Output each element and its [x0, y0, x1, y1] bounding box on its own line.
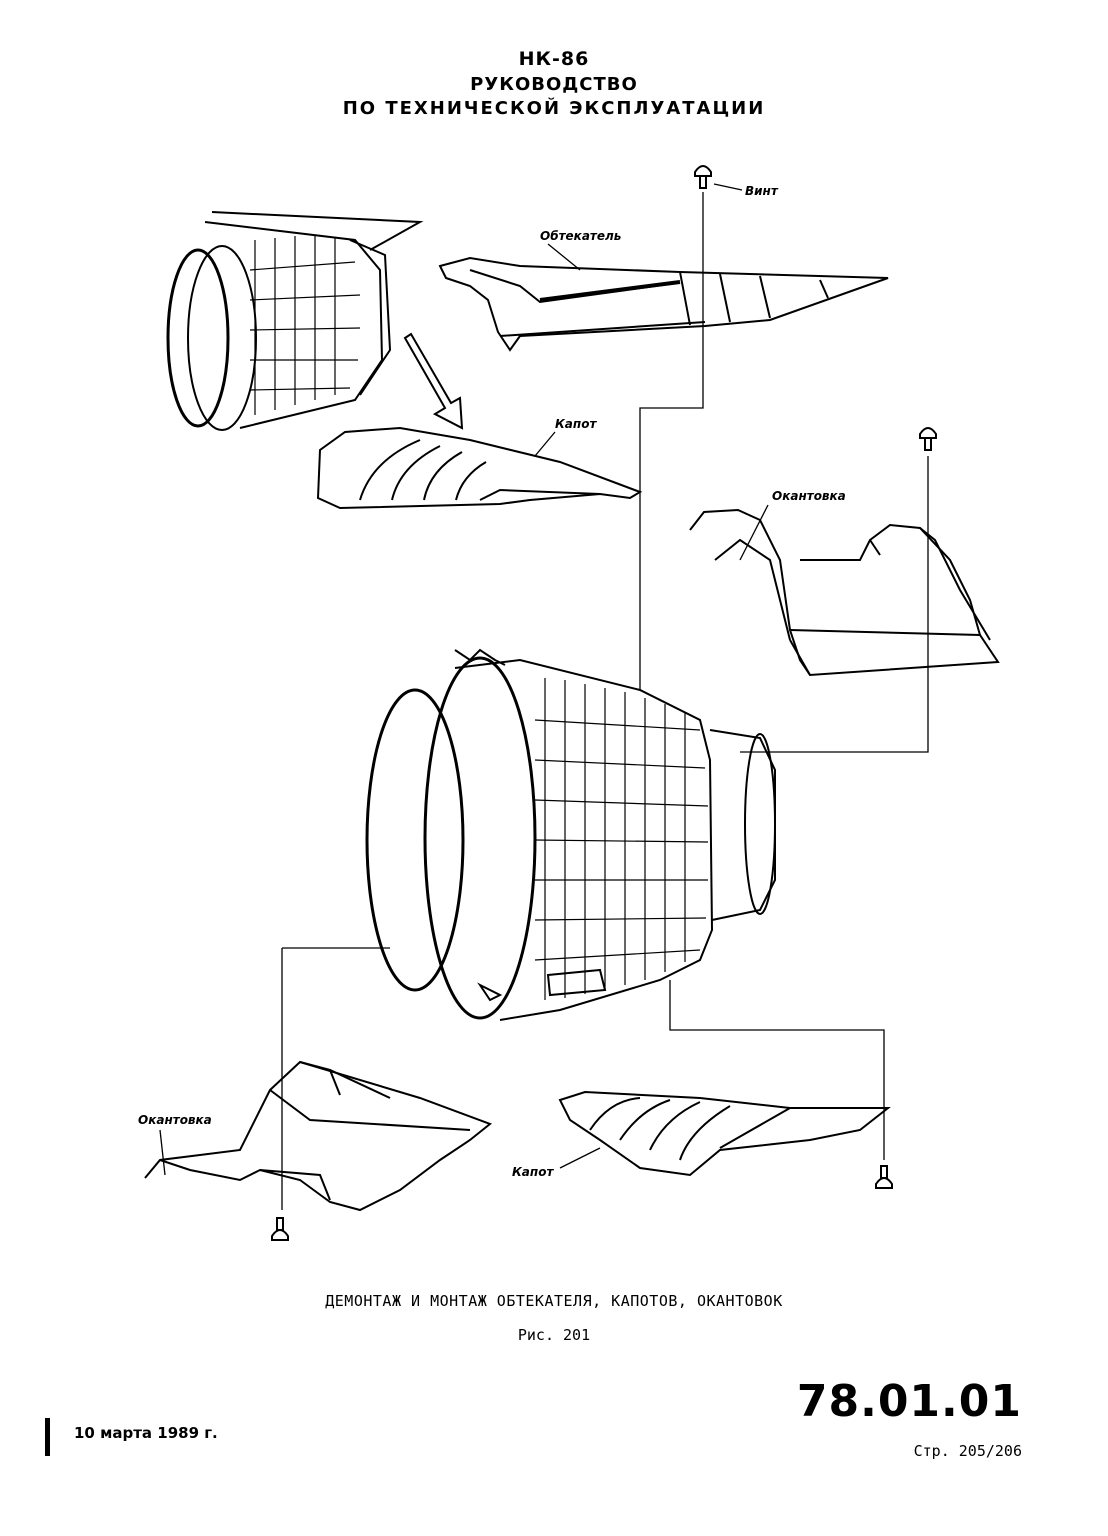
edging-right-part	[689, 508, 1000, 677]
engine-small-illustration	[166, 211, 424, 431]
cowl-bottom-part	[558, 1090, 891, 1177]
label-cowl-top: Капот	[555, 417, 597, 431]
label-edging-right: Окантовка	[772, 489, 846, 503]
screw-top-icon	[694, 165, 712, 189]
label-edging-left: Окантовка	[138, 1113, 212, 1127]
fairing-part	[438, 256, 889, 352]
page-number: Стр. 205/206	[913, 1442, 1022, 1460]
engine-large-illustration	[365, 648, 776, 1021]
edging-left-part	[144, 1060, 493, 1212]
screw-left-bottom-icon	[271, 1217, 289, 1241]
revision-bar	[45, 1418, 50, 1456]
manual-subtitle-2: ПО ТЕХНИЧЕСКОЙ ЭКСПЛУАТАЦИИ	[342, 98, 766, 119]
label-fairing: Обтекатель	[540, 229, 621, 243]
screw-right-bottom-icon	[875, 1165, 893, 1189]
label-cowl-bottom: Капот	[512, 1165, 554, 1179]
cowl-top-part	[316, 426, 643, 510]
figure-number: Рис. 201	[517, 1326, 591, 1344]
label-screw: Винт	[745, 184, 779, 198]
assembly-lines	[281, 192, 929, 1210]
manual-title: НК-86	[518, 48, 590, 70]
figure-caption: ДЕМОНТАЖ И МОНТАЖ ОБТЕКАТЕЛЯ, КАПОТОВ, О…	[325, 1292, 783, 1310]
document-number: 78.01.01	[796, 1376, 1022, 1427]
manual-subtitle: РУКОВОДСТВО	[470, 74, 638, 95]
revision-date: 10 марта 1989 г.	[74, 1424, 218, 1442]
screw-right-icon	[919, 427, 937, 451]
